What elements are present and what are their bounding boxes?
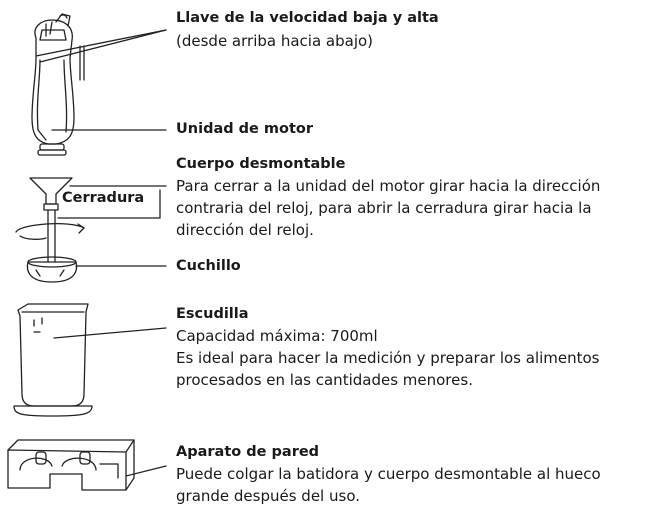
shaft-desc-line-1: Para cerrar a la unidad del motor girar … [176,177,601,195]
wall-mount-drawing [7,439,135,491]
shaft-title: Cuerpo desmontable [176,156,346,172]
shaft-desc-line-2: contraria del reloj, para abrir la cerra… [176,199,592,217]
beaker-desc-line-2: procesados en las cantidades menores. [176,371,473,389]
lock-callout: Cerradura [62,190,145,206]
motor-unit-drawing [31,13,75,156]
speed-switch-title: Llave de la velocidad baja y alta [176,10,439,26]
speed-switch-note: (desde arriba hacia abajo) [176,32,374,50]
beaker-leader [53,327,167,339]
motor-unit-title: Unidad de motor [176,121,314,137]
shaft-desc-line-3: dirección del reloj. [176,221,314,239]
beaker-title: Escudilla [176,306,249,322]
wall-mount-desc-line-1: Puede colgar la batidora y cuerpo desmon… [176,465,601,483]
speed-switch-leader [35,29,167,81]
beaker-drawing [13,303,93,417]
beaker-capacity: Capacidad máxima: 700ml [176,327,378,345]
shaft-drawing [15,177,85,283]
lock-leader [57,189,161,219]
wall-mount-desc-line-2: grande después del uso. [176,487,360,505]
wall-mount-leader [125,465,167,477]
beaker-desc-line-1: Es ideal para hacer la medición y prepar… [176,349,600,367]
blade-title: Cuchillo [176,258,241,274]
wall-mount-title: Aparato de pared [176,444,320,460]
